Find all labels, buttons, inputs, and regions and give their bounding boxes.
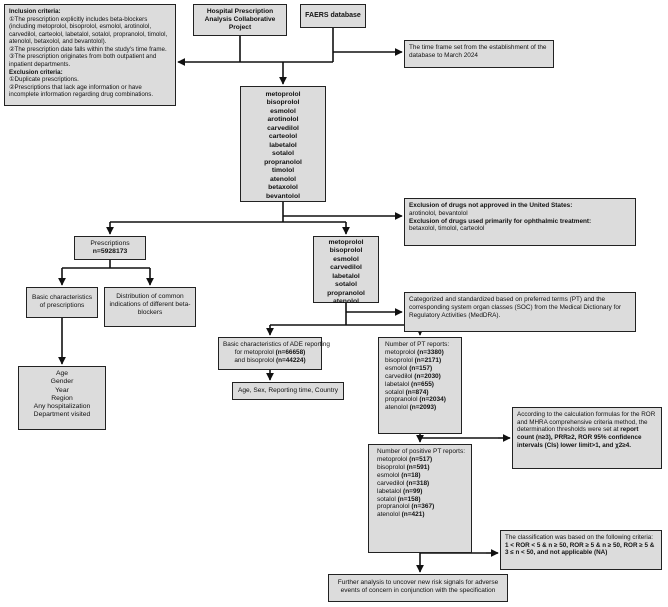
timeframe-text: The time frame set from the establishmen… <box>409 44 547 59</box>
classification-text: The classification was based on the foll… <box>505 534 654 541</box>
inclusion-title: Inclusion criteria: <box>9 8 61 15</box>
exclusion-item: ②Prescriptions that lack age information… <box>9 83 154 99</box>
basic-rx-box: Basic characteristics of prescriptions <box>26 287 98 318</box>
inclusion-item: ③The prescription originates from both o… <box>9 53 157 68</box>
ade-n1: (n=66658) <box>275 348 306 356</box>
drug-name: metoprolol <box>328 239 364 246</box>
ade-line3: and bisoprolol <box>234 356 275 364</box>
ade-characteristics-box: Age, Sex, Reporting time, Country <box>232 382 344 400</box>
drug-name: labetalol <box>269 141 297 149</box>
rx-char: Year <box>55 386 69 394</box>
pt-row: metoprolol (n=3380) <box>385 348 444 356</box>
faers-drugs-box: metoprolol bisoprolol esmolol carvedilol… <box>313 236 379 306</box>
categorized-box: Categorized and standardized based on pr… <box>404 292 636 332</box>
rx-char: Any hospitalization <box>33 403 91 411</box>
positive-pt-title: Number of positive PT reports: <box>377 448 466 455</box>
prescriptions-box: Prescriptions n=5928173 <box>74 236 146 260</box>
further-analysis-box: Further analysis to uncover new risk sig… <box>328 574 508 602</box>
drug-name: esmolol <box>333 255 359 263</box>
pt-row: sotalol (n=874) <box>385 388 429 396</box>
drug-name: sotalol <box>272 150 294 158</box>
positive-row: esmolol (n=18) <box>377 471 421 479</box>
source-faers-label: FAERS database <box>305 12 361 19</box>
pt-row: carvedilol (n=2030) <box>385 372 441 380</box>
drug-name: sotalol <box>335 281 357 289</box>
criteria-text: According to the calculation formulas fo… <box>517 411 656 434</box>
drug-name: bisoprolol <box>329 247 363 255</box>
positive-row: propranolol (n=367) <box>377 503 435 511</box>
basic-rx-label: Basic characteristics of prescriptions <box>31 294 93 310</box>
positive-row: atenolol (n=421) <box>377 511 425 519</box>
drug-name: labetalol <box>332 272 360 280</box>
rx-characteristics-box: Age Gender Year Region Any hospitalizati… <box>18 366 106 430</box>
pt-row: bisoprolol (n=2171) <box>385 356 442 364</box>
pt-row: propranolol (n=2034) <box>385 396 446 404</box>
drug-name: atenolol <box>269 175 297 183</box>
source-hospital-label: Hospital Prescription Analysis Collabora… <box>204 8 276 32</box>
drug-name: carteolol <box>268 133 298 141</box>
source-hospital-box: Hospital Prescription Analysis Collabora… <box>193 4 287 36</box>
drug-name: bevantolol <box>266 192 300 200</box>
categorized-text: Categorized and standardized based on pr… <box>409 296 622 319</box>
drug-name: timolol <box>271 167 295 175</box>
further-analysis-text: Further analysis to uncover new risk sig… <box>337 579 499 594</box>
all-drugs-box: metoprolol bisoprolol esmolol arotinolol… <box>240 86 326 202</box>
pt-reports-title: Number of PT reports: <box>385 341 450 348</box>
drug-name: arotinolol <box>267 116 299 124</box>
ade-n2: (n=44224) <box>275 356 306 364</box>
excl-title-1: Exclusion of drugs not approved in the U… <box>409 202 573 209</box>
distribution-box: Distribution of common indications of di… <box>104 287 196 327</box>
drug-name: propranolol <box>264 158 302 166</box>
ade-line1: Basic characteristics of ADE reporting <box>223 341 330 348</box>
drug-name: propranolol <box>327 289 365 297</box>
rx-char: Region <box>51 394 73 402</box>
inclusion-criteria-box: Inclusion criteria: ①The prescription ex… <box>4 4 176 106</box>
positive-row: bisoprolol (n=591) <box>377 463 430 471</box>
timeframe-box: The time frame set from the establishmen… <box>404 40 554 68</box>
classification-bold: 1 < ROR < 5 & n ≥ 50, ROR ≥ 5 & n ≥ 50, … <box>505 541 655 557</box>
inclusion-item: ②The prescription date falls within the … <box>9 45 167 53</box>
ade-basic-box: Basic characteristics of ADE reporting f… <box>218 337 330 370</box>
drug-name: esmolol <box>270 107 296 115</box>
pt-row: esmolol (n=157) <box>385 364 433 372</box>
rx-char: Age <box>55 370 69 377</box>
drug-name: carvedilol <box>330 264 362 272</box>
excl-list-1: arotinolol, bevantolol <box>409 209 468 217</box>
inclusion-item: ①The prescription explicitly includes be… <box>9 15 168 46</box>
positive-row: metoprolol (n=517) <box>377 455 433 463</box>
rx-char: Department visited <box>33 411 91 419</box>
prescriptions-label: Prescriptions <box>90 240 130 247</box>
drug-name: atenolol <box>332 298 360 306</box>
excl-list-2: betaxolol, timolol, carteolol <box>409 225 485 233</box>
pt-row: labetalol (n=655) <box>385 380 434 388</box>
prescriptions-count: n=5928173 <box>92 248 128 256</box>
excl-title-2: Exclusion of drugs used primarily for op… <box>409 217 592 225</box>
drug-name: carvedilol <box>267 124 299 132</box>
exclusion-item: ①Duplicate prescriptions. <box>9 76 79 84</box>
criteria-bold: report count (n≥3), PRR≥2, ROR 95% confi… <box>517 426 642 449</box>
positive-row: sotalol (n=158) <box>377 495 421 503</box>
exclusion-title: Exclusion criteria: <box>9 68 63 76</box>
source-faers-box: FAERS database <box>300 4 366 28</box>
criteria-box: According to the calculation formulas fo… <box>512 407 662 469</box>
drug-name: betaxolol <box>268 184 298 192</box>
drug-name: metoprolol <box>265 91 301 98</box>
rx-char: Gender <box>50 378 74 386</box>
ade-line2: for metoprolol <box>234 348 274 356</box>
positive-pt-box: Number of positive PT reports: metoprolo… <box>368 444 472 553</box>
positive-row: labetalol (n=99) <box>377 487 423 495</box>
ade-characteristics-text: Age, Sex, Reporting time, Country <box>237 387 339 394</box>
drug-name: bisoprolol <box>266 99 300 107</box>
pt-reports-box: Number of PT reports: metoprolol (n=3380… <box>378 337 462 434</box>
distribution-label: Distribution of common indications of di… <box>109 293 191 317</box>
excluded-drugs-box: Exclusion of drugs not approved in the U… <box>404 198 636 246</box>
pt-row: atenolol (n=2093) <box>385 404 437 412</box>
classification-box: The classification was based on the foll… <box>500 530 662 570</box>
positive-row: carvedilol (n=318) <box>377 479 430 487</box>
